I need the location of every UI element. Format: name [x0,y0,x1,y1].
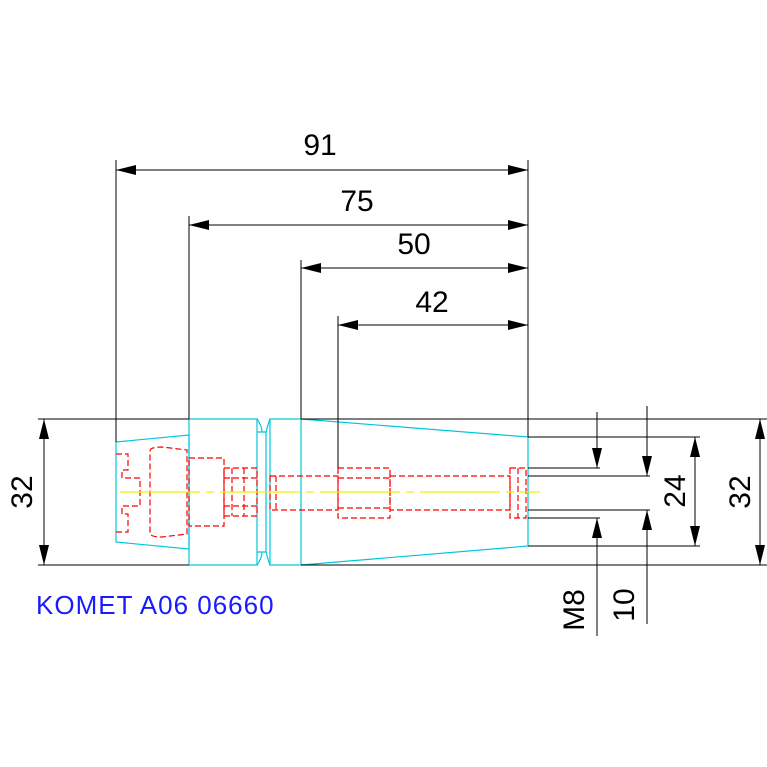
flange-bore [269,475,339,511]
thread-bore [337,467,391,519]
dim-label-91: 91 [303,129,336,162]
tail-slot [116,453,141,533]
bore-end [509,467,527,519]
dim-label-42: 42 [415,286,448,319]
dim-label-75: 75 [340,185,373,218]
dim-label-10: 10 [608,588,641,621]
part-number-label: KOMET A06 06660 [36,590,275,620]
dim-label-32-left: 32 [6,475,39,508]
groove-right-curve [265,418,271,433]
groove-left-curve [256,418,263,433]
dim-label-m8: M8 [558,589,591,631]
dim-label-32-right: 32 [724,475,757,508]
dimension-lines [38,160,767,636]
groove-left-curve-bottom [256,551,263,566]
dim-label-24: 24 [659,474,692,507]
dim-label-50: 50 [397,228,430,261]
main-bore [389,475,511,511]
tail-head [149,446,188,538]
groove-right-curve-bottom [265,551,271,566]
